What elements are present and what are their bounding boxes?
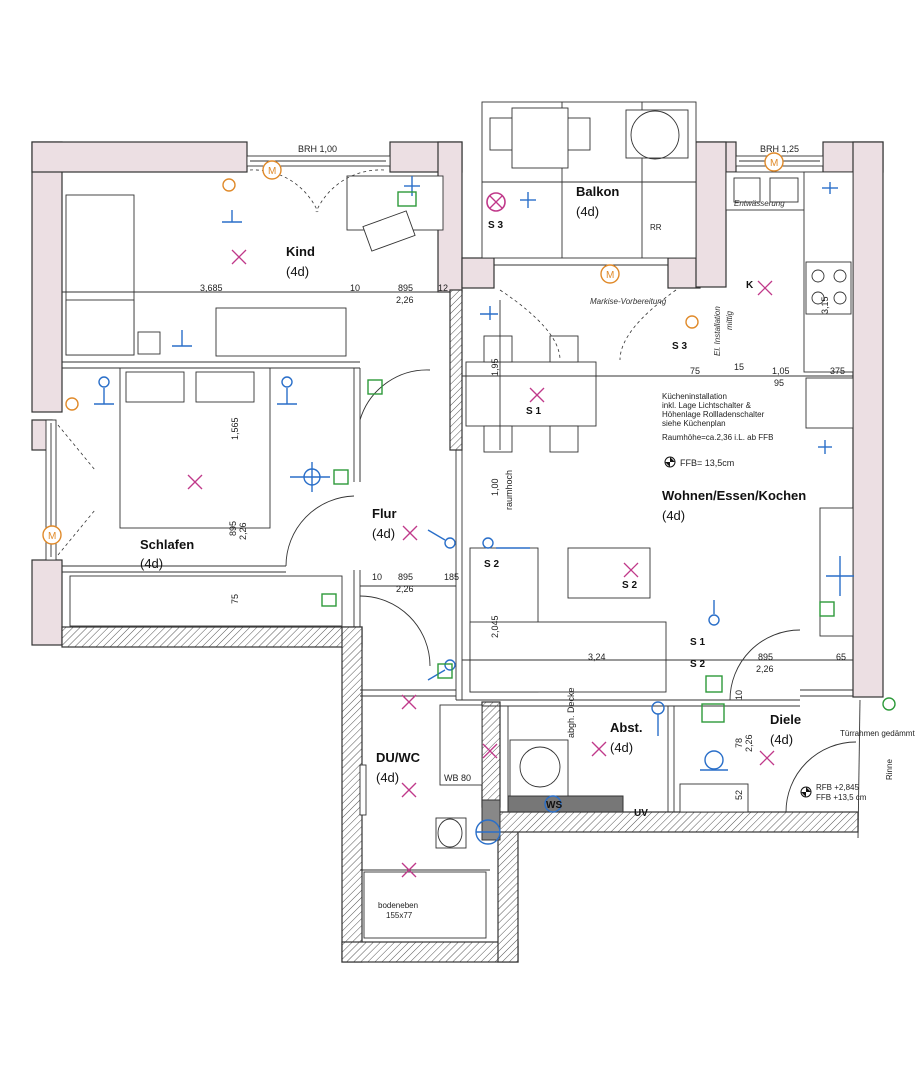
dim-k315: 3,15 [820, 296, 830, 314]
room-name-diele: Diele [770, 712, 801, 727]
window-label-kitchen: BRH 1,25 [760, 144, 799, 154]
label-ffb: FFB= 13,5cm [680, 458, 734, 468]
socket-symbols [321, 191, 896, 723]
room-size-schlafen: (4d) [140, 556, 163, 571]
dim-schlafen-895: 895 [228, 521, 238, 536]
label-entwaesserung: Entwässerung [734, 199, 785, 208]
room-name-flur: Flur [372, 506, 397, 521]
room-size-flur: (4d) [372, 526, 395, 541]
room-size-duwc: (4d) [376, 770, 399, 785]
dim-flur-895: 895 [398, 572, 413, 582]
dim-diele-65: 65 [836, 652, 846, 662]
label-s3-kitchen: S 3 [672, 341, 687, 352]
dim-schlafen-226: 2,26 [238, 522, 248, 540]
dim-abst-52: 52 [734, 790, 744, 800]
window-label-kind: BRH 1,00 [298, 144, 337, 154]
dim-k375: 375 [830, 366, 845, 376]
dim-schlafen-156: 1,565 [230, 417, 240, 440]
dim-k75: 75 [690, 366, 700, 376]
label-k: K [746, 280, 754, 291]
label-rinne: Rinne [885, 759, 894, 780]
switch-symbols [94, 176, 854, 845]
room-name-duwc: DU/WC [376, 750, 421, 765]
dim-diele-226: 2,26 [756, 664, 774, 674]
dim-abst-226: 2,26 [744, 734, 754, 752]
label-abgh: abgh. Decke [566, 687, 576, 738]
label-rfb: RFB +2,845 [816, 783, 859, 792]
dim-sofa-324: 3,24 [588, 652, 606, 662]
dim-flur-18: 185 [444, 572, 459, 582]
dim-raumhoch-100: 1,00 [490, 478, 500, 496]
label-el-installation: El. Installation [713, 306, 722, 356]
dim-kind-width: 3,685 [200, 283, 223, 293]
room-name-wohnen: Wohnen/Essen/Kochen [662, 488, 806, 503]
motor-label-balkon: M [606, 270, 614, 281]
label-raumhoch: raumhoch [504, 470, 514, 510]
dim-k15: 15 [734, 362, 744, 372]
motor-label-kind: M [268, 166, 276, 177]
label-s2-sofa: S 2 [484, 559, 499, 570]
dim-schlafen-75: 75 [230, 594, 240, 604]
dim-k95: 95 [774, 378, 784, 388]
room-size-abst: (4d) [610, 740, 633, 755]
dim-k105: 1,05 [772, 366, 790, 376]
dim-flur-10: 10 [372, 572, 382, 582]
room-size-diele: (4d) [770, 732, 793, 747]
dim-essen-195: 1,95 [490, 358, 500, 376]
label-raumhoehe: Raumhöhe=ca.2,36 i.L. ab FFB [662, 433, 773, 442]
label-wb: WB 80 [444, 773, 471, 783]
room-name-schlafen: Schlafen [140, 537, 194, 552]
label-bodeneben: bodeneben [378, 901, 418, 910]
label-ws: WS [546, 800, 562, 811]
label-rr: RR [650, 223, 662, 232]
dim-12: 12 [438, 283, 448, 293]
room-size-wohnen: (4d) [662, 508, 685, 523]
door-swings [57, 169, 861, 839]
dim-226a: 2,26 [396, 295, 414, 305]
kueche-note-3: Höhenlage Rollladenschalter [662, 410, 765, 419]
dim-sofa-204: 2,045 [490, 615, 500, 638]
room-name-kind: Kind [286, 244, 315, 259]
motor-label-schlafen: M [48, 531, 56, 542]
label-s2-wohnen: S 2 [622, 580, 637, 591]
dim-10a: 10 [350, 283, 360, 293]
level-marker-icon [664, 456, 676, 468]
dim-abst-10: 10 [734, 690, 744, 700]
dim-895a: 895 [398, 283, 413, 293]
kueche-note-1: Kücheninstallation [662, 392, 727, 401]
label-s1-diele: S 1 [690, 637, 705, 648]
dim-diele-895: 895 [758, 652, 773, 662]
label-s1-essen: S 1 [526, 406, 541, 417]
label-dusche-size: 155x77 [386, 911, 413, 920]
room-size-balkon: (4d) [576, 204, 599, 219]
label-s2-diele: S 2 [690, 659, 705, 670]
exterior-walls [31, 141, 884, 963]
ceiling-lights [187, 192, 775, 878]
room-name-abst: Abst. [610, 720, 643, 735]
label-ffb2: FFB +13,5 cm [816, 793, 867, 802]
motor-label-kitchen: M [770, 158, 778, 169]
label-uv: UV [634, 808, 648, 819]
balcony [481, 101, 697, 266]
label-s3-balkon: S 3 [488, 220, 503, 231]
furniture [65, 171, 854, 939]
dimension-lines [62, 291, 853, 661]
motor-symbols [42, 152, 784, 545]
kueche-note-4: siehe Küchenplan [662, 419, 726, 428]
level-marker-icon-2 [800, 786, 812, 798]
room-size-kind: (4d) [286, 264, 309, 279]
dim-flur-226: 2,26 [396, 584, 414, 594]
dim-abst-78: 78 [734, 738, 744, 748]
room-name-balkon: Balkon [576, 184, 619, 199]
label-mittig: mittig [725, 310, 734, 330]
label-tuerrahmen: Türrahmen gedämmt [840, 729, 915, 738]
kueche-note-2: inkl. Lage Lichtschalter & [662, 401, 752, 410]
label-markise: Markise-Vorbereitung [590, 297, 667, 306]
